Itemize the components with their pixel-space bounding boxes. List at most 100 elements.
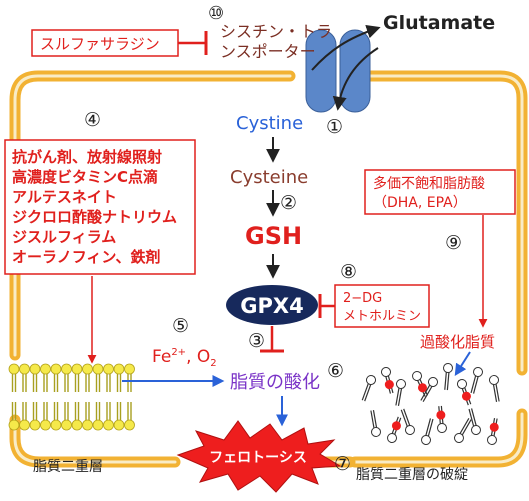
lipid-head	[71, 419, 83, 431]
lipid-tail	[425, 418, 432, 436]
lipid-head	[396, 379, 406, 389]
iron-charge: 2+	[171, 347, 186, 358]
transporter-label-line1: シスチン・トラ	[220, 22, 332, 41]
lipid-head	[50, 363, 62, 375]
step-9-number: ⑨	[445, 232, 462, 254]
step-8-number: ⑧	[340, 261, 357, 283]
lipid-tail	[468, 408, 475, 427]
lipid-head	[443, 363, 453, 373]
oxidized-lipid-marker	[461, 391, 471, 401]
step-2-number: ②	[280, 192, 297, 214]
lipid-molecule	[487, 418, 499, 445]
lipid-molecule	[421, 418, 434, 445]
lipid-molecule	[457, 379, 472, 406]
drug-item: オーラノフィン、鉄剤	[12, 248, 161, 266]
glutamate-out-arrow	[311, 24, 381, 71]
lipid-head	[124, 419, 135, 431]
lipid-head	[19, 419, 30, 431]
step-6-number: ⑥	[327, 360, 344, 382]
lipid-molecule	[468, 408, 481, 435]
lipid-tail	[422, 385, 433, 403]
transporter-subunit-right	[339, 29, 371, 113]
lipid-tail	[470, 375, 477, 394]
oxygen-symbol: O	[197, 347, 210, 367]
iron-symbol: Fe	[152, 347, 171, 367]
lipid-head	[61, 363, 72, 375]
lipid-head	[8, 363, 20, 375]
step-7-number: ⑦	[334, 453, 351, 475]
lipid-molecule	[489, 375, 500, 402]
step-10-number: ⑩	[208, 3, 224, 24]
sulfasalazine-label: スルファサラジン	[40, 35, 160, 53]
lipid-head	[471, 425, 481, 435]
lipid-head	[473, 367, 483, 377]
lipid-head	[82, 363, 93, 375]
lipid-tail	[400, 409, 408, 427]
lipid-head	[61, 419, 72, 431]
lipid-bilayer-broken	[361, 363, 500, 445]
pufa-box	[364, 169, 516, 215]
lipid-tail	[403, 408, 411, 427]
lipid-molecule	[395, 379, 406, 406]
gpx4-inhibitor-box	[334, 284, 430, 328]
lipid-head	[489, 375, 499, 385]
lipid-tail	[361, 383, 369, 401]
lipid-molecule	[381, 367, 394, 394]
gpx4-label: GPX4	[240, 294, 303, 318]
lipid-head	[405, 425, 415, 435]
lipid-molecule	[387, 416, 402, 443]
lipid-head	[92, 363, 104, 375]
drugs-box	[4, 139, 196, 275]
lipid-molecule	[412, 371, 429, 397]
drug-item: アルテスネイト	[12, 188, 117, 206]
lipid-tail	[370, 410, 375, 429]
lipid-head	[40, 363, 51, 375]
lipid-head	[50, 419, 62, 431]
lipid-molecule	[443, 363, 453, 391]
step-4-number: ④	[84, 109, 101, 131]
lipid-head	[71, 363, 83, 375]
lipid-head	[19, 363, 30, 375]
lipid-head	[421, 435, 431, 445]
lipid-tail	[461, 419, 472, 436]
oxygen-subscript: 2	[210, 358, 216, 369]
ferroptosis-label: フェロトーシス	[209, 450, 307, 466]
lipid-molecule	[436, 405, 447, 433]
lipid-tail	[446, 372, 450, 391]
cystine-transporter	[305, 29, 371, 113]
lipid-molecule	[470, 367, 483, 394]
oxidized-lipid-marker	[489, 422, 499, 432]
lipid-head	[371, 426, 381, 437]
lipid-molecule	[420, 377, 438, 403]
lipid-bilayer-intact	[8, 363, 135, 431]
drug-item: 抗がん剤、放射線照射	[12, 148, 162, 166]
lipid-tail	[427, 418, 434, 437]
lipid-head	[487, 435, 497, 445]
drug-item: ジクロロ酢酸ナトリウム	[12, 208, 177, 226]
lipid-tail	[397, 388, 403, 406]
lipid-head	[29, 363, 41, 375]
lipid-oxidation-label: 脂質の酸化	[230, 372, 320, 393]
oxidized-lipid-marker	[384, 380, 394, 390]
lipid-head	[8, 419, 20, 431]
glutamate-label: Glutamate	[383, 12, 495, 34]
lipid-tail	[364, 383, 372, 402]
oxidants-separator: ,	[186, 347, 197, 367]
step-5-number: ⑤	[172, 315, 189, 337]
step-3-number: ③	[248, 330, 265, 352]
lipid-molecule	[370, 410, 381, 437]
lipid-head	[113, 419, 125, 431]
lipid-head	[412, 371, 422, 381]
gsh-label: GSH	[245, 222, 302, 250]
bilayer-label: 脂質二重層	[33, 459, 103, 475]
oxidants-label: Fe2+, O2	[152, 347, 217, 369]
drug-item: 高濃度ビタミンC点滴	[12, 168, 158, 186]
gpx4-node	[226, 285, 318, 325]
cysteine-label: Cysteine	[230, 167, 308, 188]
lipid-tail	[470, 408, 477, 426]
lipid-head	[366, 375, 376, 385]
lipid-head	[437, 422, 447, 433]
lipid-head	[124, 363, 135, 375]
drug-item: ジスルフィラム	[12, 228, 116, 246]
drugs-list: 抗がん剤、放射線照射 高濃度ビタミンC点滴 アルテスネイト ジクロロ酢酸ナトリウ…	[12, 148, 177, 266]
